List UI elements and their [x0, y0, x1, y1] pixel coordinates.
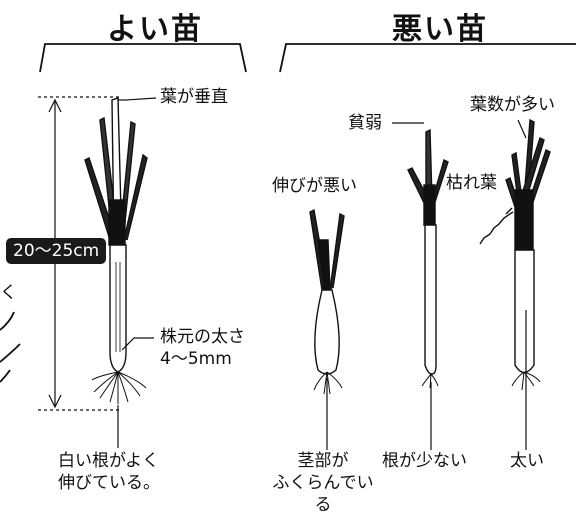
- label-many-leaves: 葉数が多い: [470, 95, 555, 115]
- label-stem-swollen: 茎部が ふくらんでいる: [272, 451, 374, 515]
- bad-seedling-weak: [407, 128, 449, 375]
- bad-section-bracket: [279, 43, 576, 73]
- seedling-illustration: [0, 43, 576, 450]
- height-arrow-top: [48, 98, 62, 113]
- bad-seedling-poor-growth: [309, 208, 345, 375]
- height-badge: 20〜25cm: [6, 238, 107, 264]
- label-weak: 貧弱: [348, 113, 382, 133]
- label-few-roots: 根が少ない: [382, 451, 467, 471]
- bad-seedling-poor-growth-roots: [313, 371, 343, 395]
- label-withered-leaves: 枯れ葉: [446, 173, 497, 193]
- label-roots: 白い根がよく 伸びている。: [58, 451, 160, 493]
- bad-seedling-weak-roots: [421, 373, 439, 389]
- withered-leaf: [479, 207, 514, 245]
- label-stem-base: 株元の太さ 4〜5mm: [160, 327, 245, 369]
- cut-off-text-left: く: [0, 283, 17, 303]
- bad-seedling-heading: 悪い苗: [392, 12, 488, 47]
- good-seedling-heading: よい苗: [107, 12, 203, 47]
- leader-many-leaves: [517, 119, 527, 139]
- leader-stem-base: [121, 337, 154, 351]
- label-poor-growth: 伸びが悪い: [272, 176, 357, 196]
- label-thick: 太い: [510, 451, 544, 471]
- good-seedling-roots: [91, 371, 147, 404]
- bad-seedling-many-leaves-roots: [511, 371, 541, 391]
- leader-vertical-leaves: [118, 97, 157, 101]
- height-arrow-bottom: [48, 394, 62, 409]
- bad-seedling-many-leaves: [505, 118, 551, 374]
- left-edge-partial-sketch: [0, 311, 21, 383]
- good-seedling: [84, 97, 148, 373]
- good-section-bracket: [39, 43, 247, 73]
- label-vertical-leaves: 葉が垂直: [160, 87, 228, 107]
